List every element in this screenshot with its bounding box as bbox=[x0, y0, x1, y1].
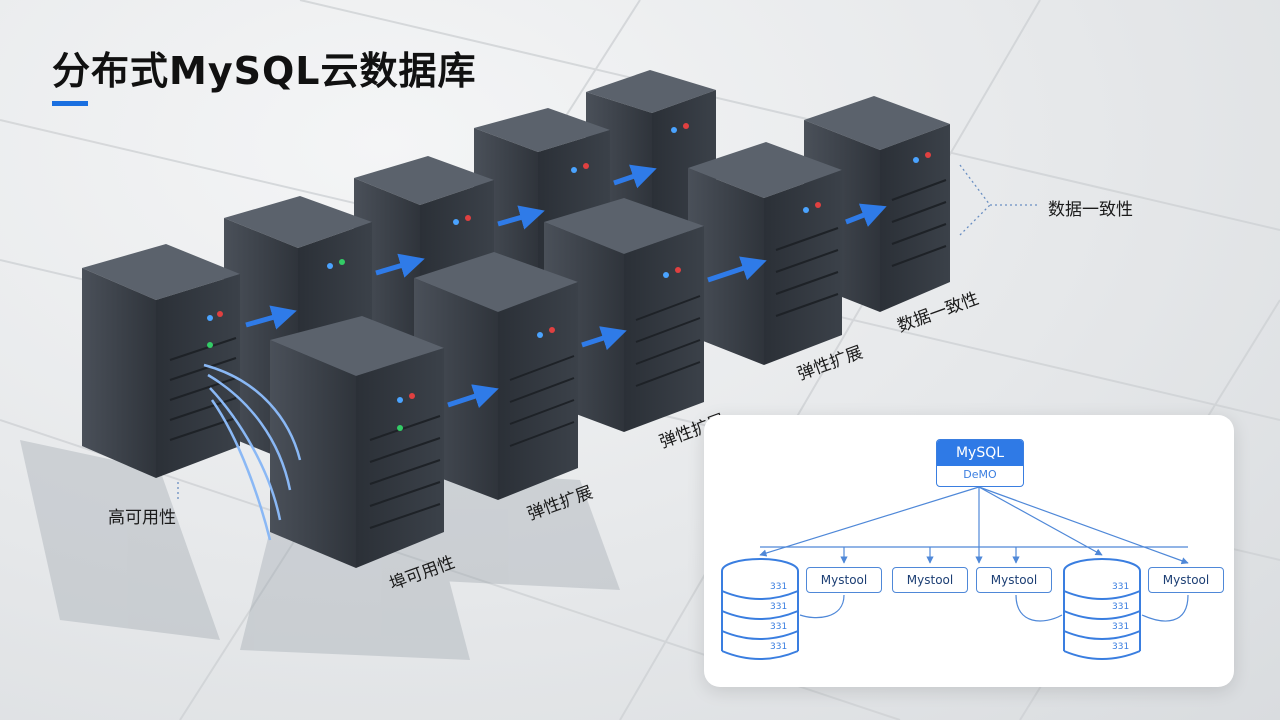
mysql-root-subtitle: DeMO bbox=[963, 468, 997, 481]
diagram-node-3: Mystool bbox=[976, 567, 1052, 593]
db-right-label-2: 331 bbox=[1112, 602, 1129, 612]
rack-shadows bbox=[20, 440, 620, 660]
label-data-consistency: 数据一致性 bbox=[1048, 200, 1133, 220]
consistency-connector bbox=[177, 164, 1040, 500]
server-rack-front-center bbox=[270, 316, 444, 568]
db-right-label-3: 331 bbox=[1112, 622, 1129, 632]
replication-arrows bbox=[245, 164, 887, 409]
title-underline bbox=[52, 101, 88, 106]
diagram-node-1: Mystool bbox=[806, 567, 882, 593]
server-rack-right-2 bbox=[688, 142, 842, 365]
db-left-label-1: 331 bbox=[770, 582, 787, 592]
db-right-label-1: 331 bbox=[1112, 582, 1129, 592]
db-left-label-4: 331 bbox=[770, 642, 787, 652]
db-left-label-3: 331 bbox=[770, 622, 787, 632]
diagram-node-4: Mystool bbox=[1148, 567, 1224, 593]
fiber-cables bbox=[203, 363, 302, 541]
diagram-node-2: Mystool bbox=[892, 567, 968, 593]
database-right-icon bbox=[1063, 558, 1141, 660]
db-left-label-2: 331 bbox=[770, 602, 787, 612]
mysql-root-title: MySQL bbox=[937, 440, 1023, 466]
diagram-connectors: 331 331 331 331 331 331 331 331 bbox=[721, 486, 1189, 660]
page-title: 分布式MySQL云数据库 bbox=[52, 49, 477, 93]
rack-status-leds bbox=[207, 123, 931, 431]
server-rack-front-left bbox=[82, 244, 240, 478]
database-left-icon bbox=[721, 558, 799, 660]
label-high-availability: 高可用性 bbox=[108, 508, 176, 528]
mysql-root-node: MySQL DeMO bbox=[936, 439, 1024, 487]
db-right-label-4: 331 bbox=[1112, 642, 1129, 652]
rack-slots bbox=[169, 179, 947, 529]
architecture-diagram-card: 331 331 331 331 331 331 331 331 MySQL De… bbox=[704, 415, 1234, 687]
